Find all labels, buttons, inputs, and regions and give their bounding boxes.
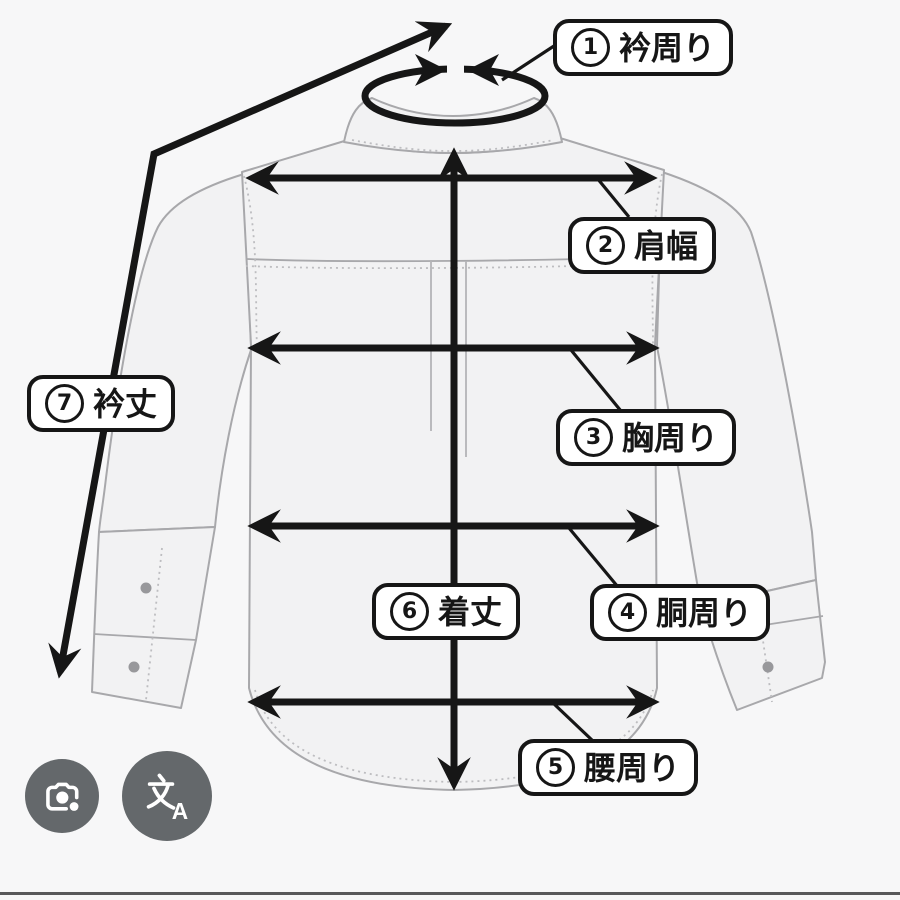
collar-ellipse-gap (447, 61, 464, 76)
label-text: 胸周り (622, 418, 719, 457)
label-number: 2 (586, 226, 625, 265)
label-text: 衿丈 (93, 384, 158, 423)
translate-cjk-glyph (146, 773, 176, 810)
label-number: 3 (574, 418, 613, 457)
lens-camera-button[interactable] (25, 759, 99, 833)
collar-circumference-ellipse (361, 65, 549, 127)
label-number: 5 (536, 748, 575, 787)
translate-icon: A (146, 773, 188, 822)
label-text: 着丈 (438, 592, 503, 631)
collar-length-arrow (48, 21, 453, 679)
label-number: 6 (390, 592, 429, 631)
label-text: 衿周り (619, 28, 716, 67)
label-waist-circumference: 4 胴周り (590, 584, 771, 641)
label-collar-length: 7 衿丈 (27, 375, 176, 432)
label-hip-circumference: 5 腰周り (518, 739, 699, 796)
label-text: 肩幅 (634, 226, 699, 265)
label-chest-circumference: 3 胸周り (556, 409, 737, 466)
label-number: 7 (45, 384, 84, 423)
label-number: 1 (571, 28, 610, 67)
left-sleeve (98, 173, 252, 533)
collar-ellipse-arrowheads (415, 54, 499, 86)
label-body-length: 6 着丈 (372, 583, 521, 640)
translate-button[interactable]: A (122, 751, 212, 841)
translate-latin-glyph: A (172, 798, 188, 822)
label-text: 胴周り (656, 593, 753, 632)
left-cuff (91, 526, 216, 709)
label-text: 腰周り (584, 748, 681, 787)
lens-camera-icon (46, 782, 79, 811)
label-collar-circumference: 1 衿周り (553, 19, 734, 76)
label-shoulder-width: 2 肩幅 (568, 217, 717, 274)
bottom-divider (0, 892, 900, 895)
label-connectors (501, 42, 631, 743)
measurement-arrows (48, 21, 660, 791)
label-number: 4 (608, 593, 647, 632)
